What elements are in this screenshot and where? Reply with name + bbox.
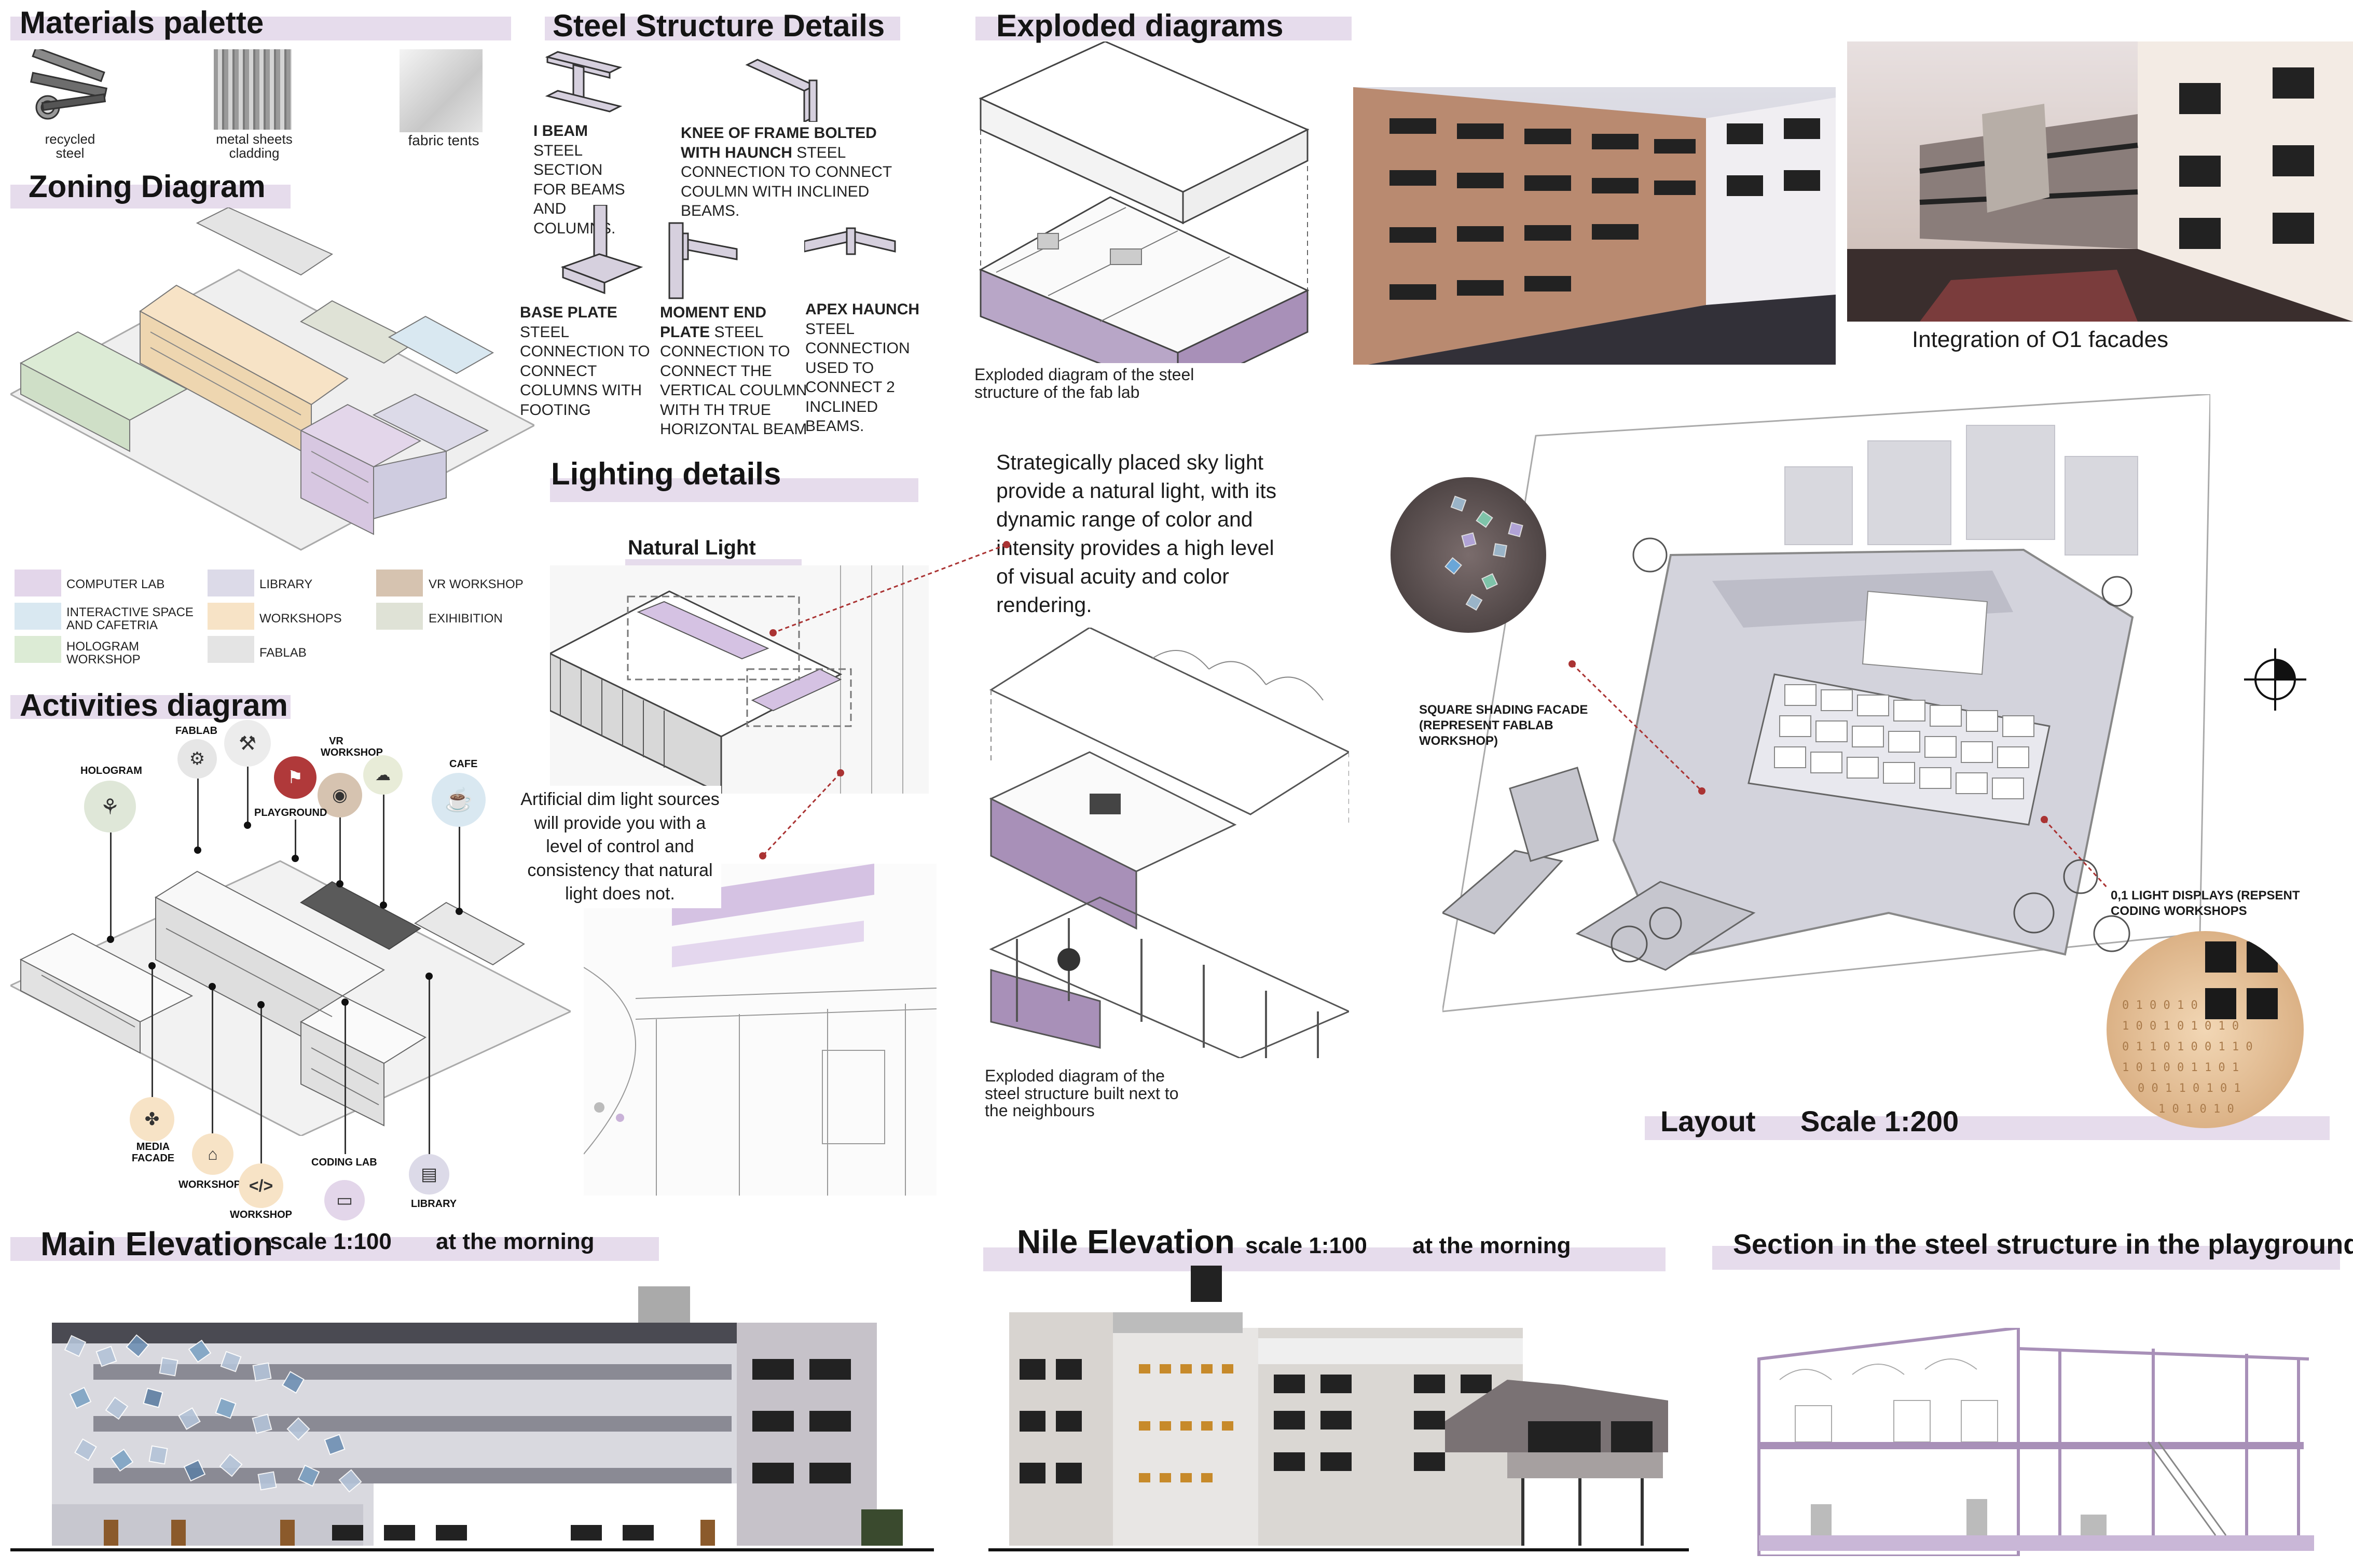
svg-text:0 0 1 1 0 1 0 1: 0 0 1 1 0 1 0 1 [2138, 1082, 2241, 1095]
computer-icon: ▭ [324, 1180, 365, 1220]
legend-computer-lab: COMPUTER LAB [66, 577, 165, 591]
metal-cladding-swatch [214, 49, 292, 130]
svg-text:1 0 0 1 0 1 0 1 0: 1 0 0 1 0 1 0 1 0 [2122, 1020, 2239, 1033]
nile-elevation-time: at the morning [1412, 1233, 1571, 1258]
activity-playground: PLAYGROUND [254, 807, 327, 818]
legend-swatch-hologram [15, 636, 61, 663]
activity-workshop-2: WORKSHOP [230, 1209, 292, 1220]
recycled-steel-swatch [27, 46, 110, 132]
legend-swatch-library [208, 570, 254, 596]
layout-plan [1441, 393, 2211, 1048]
natural-light-label: Natural Light [628, 536, 756, 559]
ibeam-drawing [542, 47, 625, 119]
activity-fablab: FABLAB [175, 725, 218, 737]
zoning-title: Zoning Diagram [29, 169, 266, 204]
section-title: Section in the steel structure in the pl… [1733, 1229, 2353, 1260]
nile-elevation-drawing [988, 1266, 1689, 1556]
vr-workshop-icon: ◉ [318, 773, 362, 817]
binary-display-label: 0,1 LIGHT DISPLAYS (REPSENT CODING WORKS… [2111, 889, 2300, 918]
skylight-leader [759, 541, 1010, 859]
cafe-icon: ☕ [432, 773, 486, 827]
playground-icon: ⚑ [274, 756, 317, 799]
layout-title: Layout [1660, 1105, 1756, 1137]
activity-media: MEDIA FACADE [131, 1141, 175, 1164]
knee-drawing [737, 49, 830, 123]
north-arrow-icon [2241, 646, 2309, 713]
code-icon: </> [239, 1163, 283, 1208]
facades-caption: Integration of O1 facades [1912, 327, 2169, 352]
main-elevation-title: Main Elevation [40, 1225, 273, 1262]
exploded-fablab-caption: Exploded diagram of the steel structure … [974, 365, 1194, 401]
moment-plate-drawing [664, 218, 742, 301]
exploded-neighbour-caption: Exploded diagram of the steel structure … [985, 1066, 1179, 1120]
svg-text:0 1 1 0 1 0 0 1 1 0: 0 1 1 0 1 0 0 1 1 0 [2122, 1040, 2253, 1053]
facade-render-1 [1353, 87, 1836, 365]
legend-swatch-workshops [208, 603, 254, 630]
square-shading-closeup [1391, 477, 1546, 633]
section-drawing [1749, 1326, 2324, 1558]
legend-fablab: FABLAB [259, 646, 307, 660]
svg-text:1 0 1 0 1 0: 1 0 1 0 1 0 [2158, 1103, 2234, 1116]
exploded-neighbour-drawing [986, 627, 1351, 1059]
legend-swatch-computer-lab [15, 570, 61, 596]
fabric-tent-swatch [400, 49, 483, 132]
material-label-fabric: fabric tents [408, 132, 479, 148]
activity-workshop-1: WORKSHOP [178, 1179, 241, 1190]
artificial-light-drawing [583, 864, 937, 1196]
main-elevation-drawing [10, 1266, 934, 1556]
base-plate-text: BASE PLATE STEEL CONNECTION TO CONNECT C… [520, 304, 650, 419]
activities-axonometric [8, 825, 573, 1137]
media-facade-icon: ✤ [130, 1097, 174, 1142]
legend-swatch-interactive [15, 603, 61, 630]
zoning-axonometric [8, 206, 536, 560]
interactive-icon: ☁ [363, 755, 403, 795]
legend-interactive: INTERACTIVE SPACE AND CAFETRIA [66, 605, 194, 633]
square-shading-label: SQUARE SHADING FACADE (REPRESENT FABLAB … [1419, 703, 1588, 748]
nile-elevation-scale: scale 1:100 [1245, 1233, 1367, 1258]
legend-library: LIBRARY [259, 577, 313, 591]
nile-elevation-title: Nile Elevation [1017, 1223, 1235, 1260]
legend-swatch-exhibition [376, 603, 423, 630]
apex-haunch-drawing [803, 226, 898, 283]
moment-plate-text: MOMENT END PLATE STEEL CONNECTION TO CON… [660, 304, 807, 438]
activity-library: LIBRARY [411, 1198, 457, 1210]
facade-render-2 [1847, 41, 2353, 322]
activity-hologram: HOLOGRAM [80, 765, 142, 776]
workshop-icon-1: ⌂ [192, 1133, 233, 1175]
lighting-title: Lighting details [551, 456, 781, 491]
legend-hologram: HOLOGRAM WORKSHOP [66, 640, 141, 667]
fablab-tool-icon: ⚒ [224, 720, 271, 767]
activity-vr: VR WORKSHOP [321, 736, 383, 758]
base-plate-drawing [558, 204, 646, 296]
legend-workshops: WORKSHOPS [259, 612, 342, 626]
hologram-icon: ⚘ [84, 781, 136, 832]
layout-scale: Scale 1:200 [1800, 1105, 1959, 1137]
main-elevation-time: at the morning [436, 1229, 595, 1254]
material-label-cladding: metal sheets cladding [216, 131, 293, 161]
material-label-recycled: recycled steel [45, 131, 95, 161]
skylight-text: Strategically placed sky light provide a… [996, 450, 1277, 617]
legend-swatch-fablab [208, 636, 254, 663]
binary-display-closeup: 0 1 0 0 1 0 1 0 0 1 0 1 0 1 0 0 1 1 0 1 0… [2107, 931, 2304, 1128]
legend-exhibition: EXIHIBITION [429, 612, 503, 626]
exploded-title: Exploded diagrams [996, 8, 1284, 43]
exploded-fablab-drawing [975, 40, 1313, 396]
artificial-light-text: Artificial dim light sources will provid… [519, 786, 721, 908]
activity-coding: CODING LAB [311, 1157, 377, 1168]
svg-text:1 0 1 0 0 1 1 0 1: 1 0 1 0 0 1 1 0 1 [2122, 1061, 2239, 1074]
main-elevation-scale: scale 1:100 [270, 1229, 392, 1254]
steel-title: Steel Structure Details [553, 8, 885, 43]
legend-vr: VR WORKSHOP [429, 577, 524, 591]
legend-swatch-vr [376, 570, 423, 596]
activity-cafe: CAFE [449, 758, 478, 770]
svg-text:0 1 0 0 1 0: 0 1 0 0 1 0 [2122, 999, 2198, 1012]
activities-title: Activities diagram [20, 688, 288, 723]
natural-light-drawing [548, 565, 929, 795]
library-icon: ▤ [409, 1154, 449, 1195]
knee-text: KNEE OF FRAME BOLTED WITH HAUNCH STEEL C… [681, 124, 892, 219]
materials-title: Materials palette [20, 5, 264, 40]
fablab-icon: ⚙ [177, 739, 217, 779]
layout-leaders [1568, 660, 2108, 888]
apex-haunch-text: APEX HAUNCH STEEL CONNECTION USED TO CON… [805, 301, 920, 435]
